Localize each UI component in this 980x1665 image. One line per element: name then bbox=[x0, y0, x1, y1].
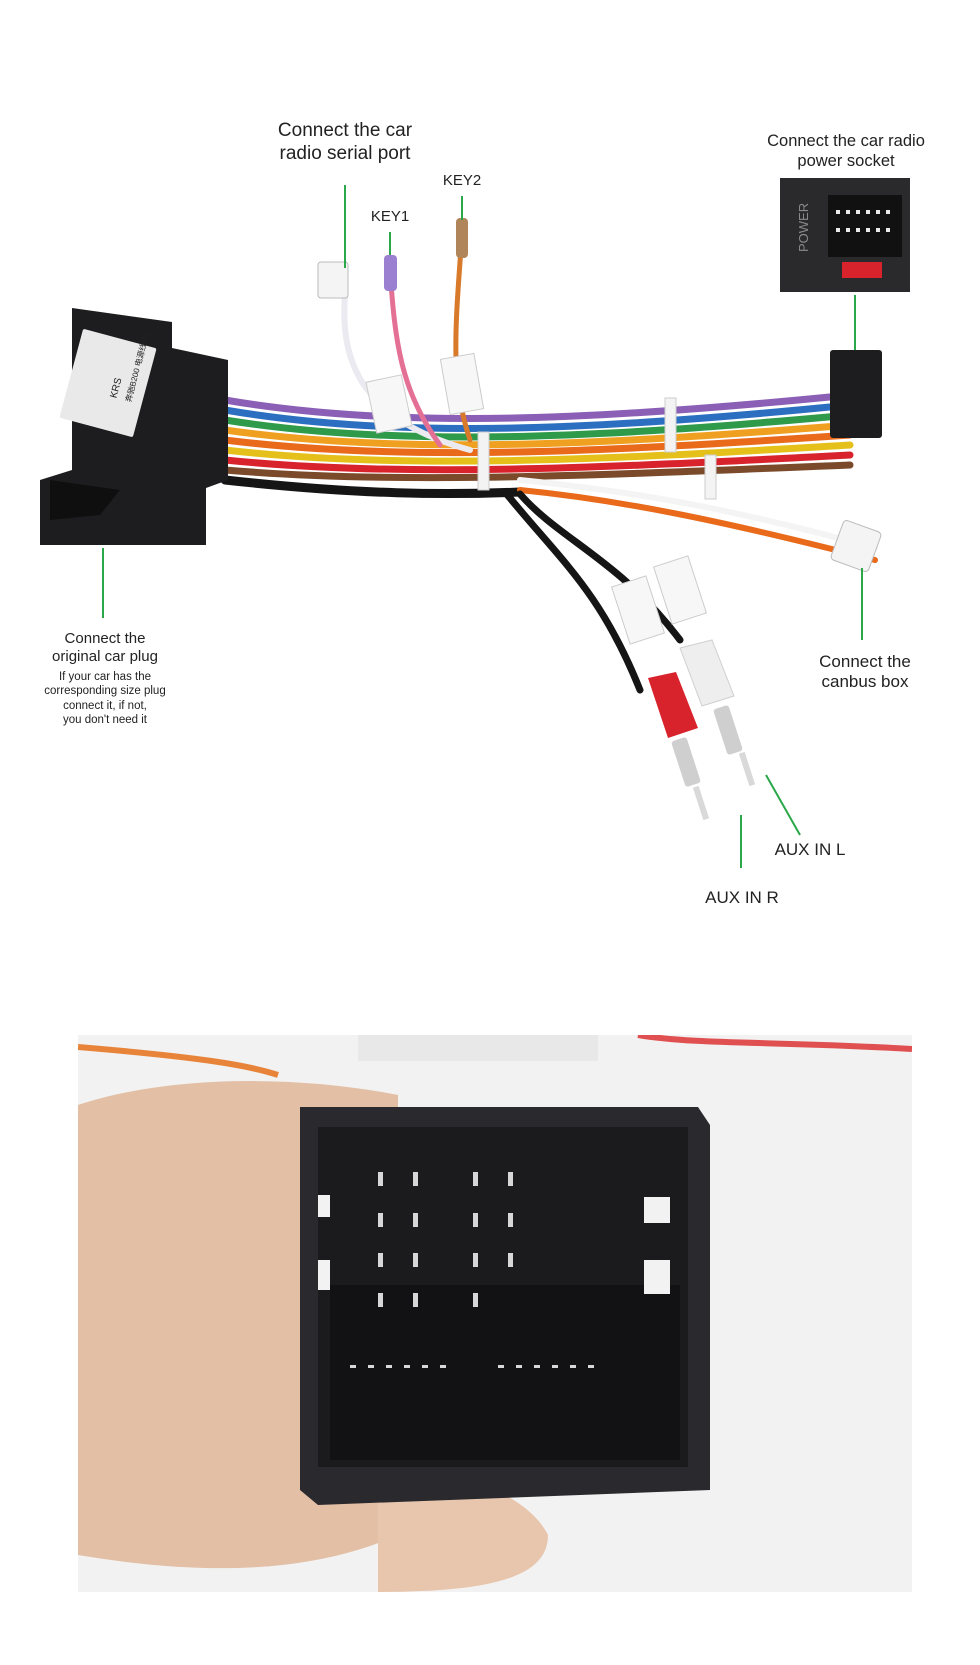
power-socket-label-line-2: power socket bbox=[797, 151, 895, 170]
original-plug-title-line-1: Connect the bbox=[64, 630, 146, 647]
canbus-label-line-1: Connect the bbox=[819, 652, 911, 671]
plug-label-line-1: KRS bbox=[108, 376, 124, 399]
wire-bundle bbox=[220, 232, 878, 694]
connector-block bbox=[300, 1107, 710, 1505]
key1-label: KEY1 bbox=[370, 208, 410, 225]
serial-port-label: Connect the car radio serial port bbox=[250, 120, 440, 166]
plug-label bbox=[59, 329, 157, 437]
power-label: POWER bbox=[796, 203, 811, 252]
original-plug-note-line-4: you don't need it bbox=[62, 714, 148, 727]
wire-tag bbox=[365, 374, 413, 434]
original-plug-title-line-2: original car plug bbox=[52, 648, 158, 665]
power-socket-photo: POWER bbox=[780, 178, 910, 292]
power-socket-label: Connect the car radio power socket bbox=[746, 132, 946, 172]
serial-port-label-line-2: radio serial port bbox=[279, 142, 411, 164]
cable-tie bbox=[704, 454, 717, 500]
cable-tie bbox=[664, 397, 677, 453]
original-plug-note: If your car has the corresponding size p… bbox=[30, 670, 180, 728]
power-socket-label-line-1: Connect the car radio bbox=[767, 132, 925, 150]
key2-pin bbox=[456, 218, 468, 258]
connector-closeup-photo bbox=[78, 1035, 912, 1592]
rca-plug-white bbox=[679, 639, 756, 787]
connector-closeup-illustration bbox=[78, 1035, 912, 1592]
wire-tag bbox=[439, 352, 485, 416]
canbus-label-line-2: canbus box bbox=[821, 672, 909, 692]
key2-label: KEY2 bbox=[442, 172, 482, 189]
canbus-connector bbox=[830, 520, 882, 572]
canbus-label: Connect the canbus box bbox=[790, 652, 940, 693]
original-plug-note-line-2: corresponding size plug bbox=[44, 685, 166, 698]
wiring-harness-illustration: KRS 奔驰B200 电源线OD POWER bbox=[40, 178, 910, 868]
serial-port-label-line-1: Connect the car bbox=[277, 120, 413, 141]
key1-pin bbox=[384, 255, 397, 291]
original-plug-note-line-3: connect it, if not, bbox=[63, 699, 147, 712]
original-car-plug: KRS 奔驰B200 电源线OD bbox=[40, 308, 228, 545]
aux-in-r-label: AUX IN R bbox=[705, 888, 779, 907]
wire-tag bbox=[652, 555, 708, 625]
serial-port-connector bbox=[317, 261, 349, 299]
original-plug-note-line-1: If your car has the bbox=[58, 671, 152, 683]
wire-tag bbox=[610, 575, 666, 645]
original-plug-label: Connect the original car plug If your ca… bbox=[30, 630, 180, 728]
rca-plug-red bbox=[648, 672, 710, 821]
cable-tie bbox=[477, 431, 490, 491]
aux-in-l-label: AUX IN L bbox=[774, 840, 846, 859]
radio-connector bbox=[830, 350, 882, 438]
callout-lines bbox=[102, 185, 863, 868]
